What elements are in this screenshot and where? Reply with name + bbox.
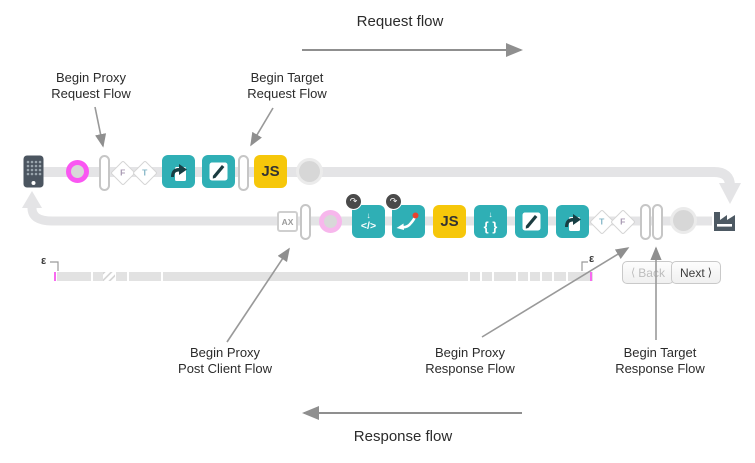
js-label: JS xyxy=(261,163,280,180)
begin-proxy-request-flow-marker[interactable] xyxy=(99,155,110,191)
begin-proxy-response-flow-marker[interactable] xyxy=(640,204,651,240)
ax-label: AX xyxy=(281,216,294,227)
condition-true-diamond[interactable]: T xyxy=(132,160,158,186)
chevron-right-icon: ⟩ xyxy=(707,267,712,279)
timeline-segment[interactable] xyxy=(57,272,91,281)
elapsed-bracket-start-icon xyxy=(50,261,59,271)
code-glyph: </> xyxy=(360,219,377,232)
timeline-segment[interactable] xyxy=(116,272,127,281)
annotation-line: Begin Proxy xyxy=(189,345,261,360)
response-flow-label: Response flow xyxy=(353,428,453,445)
back-button[interactable]: ⟨ Back xyxy=(622,261,674,284)
timeline-segment[interactable] xyxy=(129,272,161,281)
pointer-arrow-begin-proxy-request xyxy=(94,106,107,148)
annotation-begin-target-request: Begin Target Request Flow xyxy=(227,70,347,101)
assign-message-policy-icon[interactable] xyxy=(162,155,195,188)
replay-glyph: ↷ xyxy=(389,196,398,206)
diamond-letter: F xyxy=(120,167,126,178)
pencil-icon xyxy=(522,212,541,231)
request-end-dot[interactable] xyxy=(299,161,320,182)
replay-glyph: ↷ xyxy=(349,196,358,206)
code-policy-icon[interactable]: ↓ </> xyxy=(352,205,385,238)
diamond-letter: F xyxy=(620,216,626,227)
timeline-segment[interactable] xyxy=(482,272,492,281)
extract-variables-policy-icon[interactable]: ↓ { } xyxy=(474,205,507,238)
down-arrow-icon: ↓ xyxy=(366,210,371,220)
condition-false-diamond[interactable]: F xyxy=(610,209,636,235)
timeline-segment[interactable] xyxy=(518,272,528,281)
back-button-label: Back xyxy=(638,265,665,280)
annotation-line: Begin Proxy xyxy=(55,70,127,85)
target-factory-icon[interactable] xyxy=(711,206,739,238)
response-end-dot[interactable] xyxy=(673,210,694,231)
js-label: JS xyxy=(440,213,459,230)
chevron-left-icon: ⟨ xyxy=(631,267,636,279)
annotation-line: Post Client Flow xyxy=(178,360,272,376)
analytics-ax-marker[interactable]: AX xyxy=(277,211,298,232)
response-flow-arrowhead-icon xyxy=(22,191,42,208)
elapsed-bracket-end-icon xyxy=(581,261,588,271)
page-arrow-icon xyxy=(171,164,187,181)
next-button[interactable]: Next ⟩ xyxy=(671,261,721,284)
elapsed-epsilon-start: ε xyxy=(41,255,47,267)
request-flow-label: Request flow xyxy=(356,13,444,30)
begin-target-response-flow-marker[interactable] xyxy=(652,204,663,240)
braces-glyph: { } xyxy=(483,218,498,234)
edit-policy-icon[interactable] xyxy=(202,155,235,188)
timeline-cursor-end[interactable] xyxy=(590,272,592,281)
trace-timeline-bar[interactable] xyxy=(53,272,595,281)
begin-proxy-post-client-flow-marker[interactable] xyxy=(300,204,311,240)
annotation-line: Begin Target xyxy=(250,70,324,85)
down-arrow-icon: ↓ xyxy=(488,209,493,219)
annotation-line: Begin Proxy xyxy=(434,345,506,360)
annotation-line: Response Flow xyxy=(425,360,515,376)
timeline-segment[interactable] xyxy=(530,272,540,281)
next-button-label: Next xyxy=(680,265,705,280)
edit-policy-icon[interactable] xyxy=(515,205,548,238)
begin-target-request-flow-marker[interactable] xyxy=(238,155,249,191)
annotation-line: Begin Target xyxy=(623,345,697,360)
annotation-line: Request Flow xyxy=(247,85,327,101)
timeline-cursor-start[interactable] xyxy=(54,272,56,281)
page-arrow-icon xyxy=(565,214,581,231)
annotation-begin-target-response: Begin Target Response Flow xyxy=(590,345,730,376)
timeline-segment[interactable] xyxy=(470,272,480,281)
javascript-policy-icon[interactable]: JS xyxy=(254,155,287,188)
assign-message-policy-icon[interactable] xyxy=(556,205,589,238)
request-flow-arrowhead-icon xyxy=(719,183,741,204)
annotation-begin-proxy-request: Begin Proxy Request Flow xyxy=(31,70,151,101)
replay-badge-icon: ↷ xyxy=(385,193,402,210)
diamond-letter: T xyxy=(599,216,605,227)
timeline-segment[interactable] xyxy=(542,272,552,281)
replay-badge-icon: ↷ xyxy=(345,193,362,210)
pointer-arrow-begin-target-request xyxy=(250,107,274,147)
annotation-begin-proxy-post-client: Begin Proxy Post Client Flow xyxy=(155,345,295,376)
annotation-line: Request Flow xyxy=(51,85,131,101)
elapsed-epsilon-end: ε xyxy=(589,253,595,265)
timeline-segment[interactable] xyxy=(93,272,103,281)
response-start-dot[interactable] xyxy=(319,210,342,233)
timeline-segment[interactable] xyxy=(163,272,468,281)
pencil-icon xyxy=(209,162,228,181)
request-start-dot[interactable] xyxy=(66,160,89,183)
javascript-policy-icon[interactable]: JS xyxy=(433,205,466,238)
pointer-arrow-begin-proxy-response xyxy=(481,247,630,338)
annotation-begin-proxy-response: Begin Proxy Response Flow xyxy=(400,345,540,376)
client-phone-icon[interactable] xyxy=(23,155,44,193)
curve-arrow-red-dot-icon xyxy=(396,212,419,230)
timeline-segment-hatched[interactable] xyxy=(103,272,115,281)
pointer-arrow-begin-proxy-post-client xyxy=(226,247,290,343)
resume-breakpoint-policy-icon[interactable] xyxy=(392,205,425,238)
annotation-line: Response Flow xyxy=(615,360,705,376)
timeline-segment[interactable] xyxy=(554,272,566,281)
timeline-segment[interactable] xyxy=(494,272,516,281)
diamond-letter: T xyxy=(142,167,148,178)
